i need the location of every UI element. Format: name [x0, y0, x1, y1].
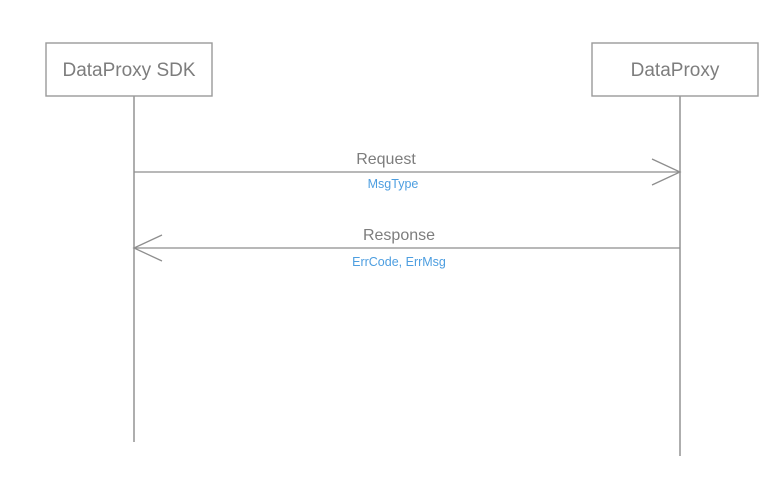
participant-box-dataproxy-sdk[interactable] [45, 42, 213, 97]
message-params-request: MsgType [368, 177, 419, 191]
participant-label-dataproxy: DataProxy [631, 60, 720, 81]
message-label-request: Request [356, 151, 416, 168]
message-request[interactable]: Request MsgType [134, 151, 682, 191]
participant-box-dataproxy[interactable] [591, 42, 759, 97]
message-label-response: Response [363, 227, 435, 244]
participant-label-dataproxy-sdk: DataProxy SDK [62, 60, 195, 81]
arrow-head-right-request [651, 158, 682, 186]
participant-dataproxy-sdk[interactable]: DataProxy SDK [45, 42, 213, 97]
arrow-head-left-response [132, 234, 163, 262]
participant-dataproxy[interactable]: DataProxy [591, 42, 759, 97]
message-params-response: ErrCode, ErrMsg [352, 255, 446, 269]
message-response[interactable]: Response ErrCode, ErrMsg [132, 227, 680, 269]
